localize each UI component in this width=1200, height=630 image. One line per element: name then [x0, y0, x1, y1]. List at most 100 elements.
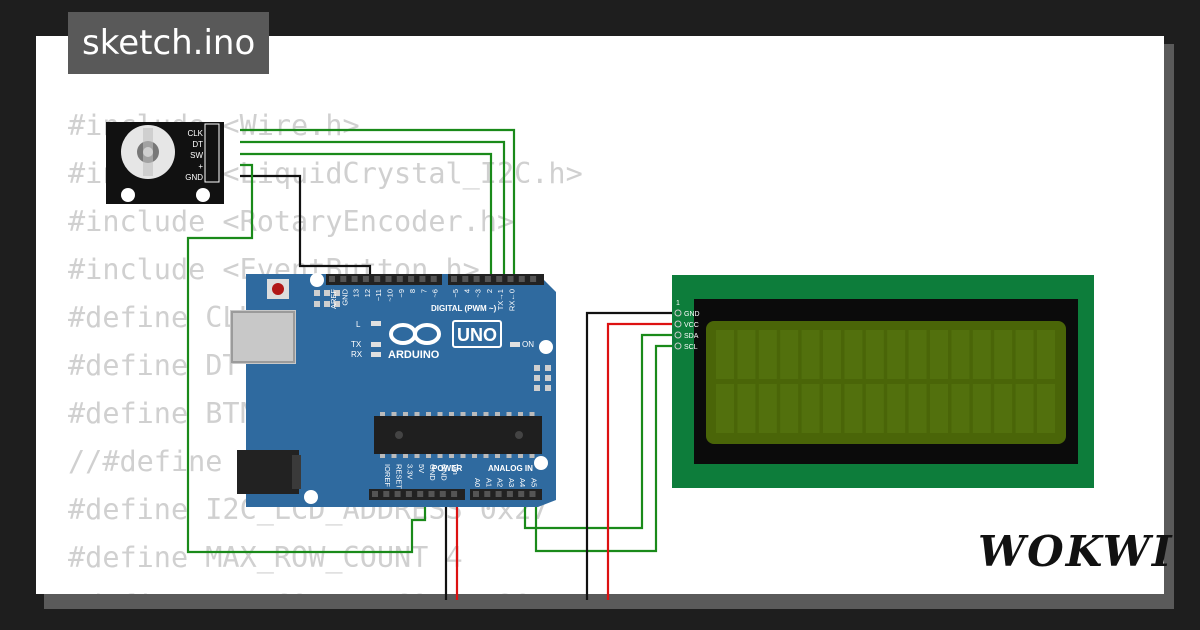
lcd-cell: [865, 330, 884, 379]
header-pin[interactable]: [506, 491, 513, 497]
code-line: #define MAX_ROW_COUNT 4: [68, 541, 463, 574]
lcd-character-cells: [716, 330, 1055, 433]
header-pin[interactable]: [372, 491, 378, 497]
chip-leg: [518, 454, 523, 458]
led-label: TX: [351, 340, 362, 349]
encoder-pin-label: GND: [185, 173, 203, 182]
header-pin[interactable]: [383, 491, 390, 497]
digital-pin-label: ~6: [431, 289, 440, 298]
header-pin[interactable]: [529, 491, 536, 497]
digital-pin-label: ~5: [451, 289, 460, 298]
analog-pin-label: A2: [496, 478, 505, 487]
header-pin[interactable]: [417, 491, 424, 497]
encoder-pin-label: SW: [190, 151, 203, 160]
header-pin[interactable]: [374, 276, 381, 282]
lcd-cell: [844, 384, 863, 433]
power-pin-label: 3.3V: [406, 464, 415, 479]
lcd-pin[interactable]: [674, 309, 682, 317]
chip-leg: [483, 412, 489, 416]
wire-lcd-vcc: [606, 322, 678, 600]
header-pin[interactable]: [385, 276, 392, 282]
header-pin[interactable]: [484, 276, 491, 282]
chip-leg: [506, 454, 512, 458]
header-pin[interactable]: [329, 276, 335, 282]
header-pin[interactable]: [362, 276, 369, 282]
encoder-pin-label: CLK: [187, 129, 203, 138]
lcd-pin-label: SCL: [684, 344, 698, 351]
header-pin[interactable]: [496, 276, 503, 282]
analog-pin-label: A5: [530, 478, 539, 487]
header-pin[interactable]: [428, 491, 435, 497]
lcd-pin-label: VCC: [684, 322, 699, 329]
lcd-pin[interactable]: [674, 342, 682, 350]
digital-pin-label: RX←0: [508, 289, 517, 311]
wire-scl: [534, 344, 678, 553]
lcd-pin-label: GND: [684, 311, 700, 318]
lcd-cell: [758, 330, 777, 379]
lcd-cell: [780, 384, 799, 433]
digital-pin-label: ~11: [374, 289, 383, 301]
power-pin-label: IOREF: [383, 464, 392, 487]
lcd-cell: [737, 330, 756, 379]
usb-port: [230, 310, 296, 364]
header-pin[interactable]: [484, 491, 491, 497]
chip-leg: [380, 454, 385, 458]
analog-pin-label: A4: [518, 478, 527, 487]
lcd-cell: [972, 384, 991, 433]
lcd-cell: [716, 384, 734, 433]
header-pin[interactable]: [419, 276, 426, 282]
lcd-pin[interactable]: [674, 331, 682, 339]
header-pin[interactable]: [351, 276, 358, 282]
lcd-cell: [951, 330, 970, 379]
wires: [186, 128, 678, 600]
arduino-model: UNO: [457, 325, 497, 345]
header-pin[interactable]: [473, 491, 479, 497]
header-pin[interactable]: [495, 491, 502, 497]
header-pin[interactable]: [451, 491, 458, 497]
header-pin[interactable]: [408, 276, 415, 282]
digital-pin-label: 4: [462, 289, 471, 293]
lcd-cell: [844, 330, 863, 379]
chip-leg: [460, 454, 466, 458]
header-pin[interactable]: [439, 491, 446, 497]
header-pin[interactable]: [430, 276, 437, 282]
header-pin[interactable]: [530, 276, 537, 282]
lcd-cell: [1015, 384, 1034, 433]
header-pin[interactable]: [473, 276, 480, 282]
led-label: ON: [522, 340, 534, 349]
analog-label: ANALOG IN: [488, 464, 533, 473]
header-pin[interactable]: [518, 491, 525, 497]
header-pin[interactable]: [340, 276, 347, 282]
lcd-pin[interactable]: [674, 320, 682, 328]
header-pin[interactable]: [394, 491, 401, 497]
analog-pin-label: A3: [507, 478, 516, 487]
header-pin[interactable]: [462, 276, 469, 282]
file-tab[interactable]: sketch.ino: [68, 12, 270, 74]
header-pin[interactable]: [518, 276, 525, 282]
lcd-cell: [887, 384, 906, 433]
code-line: #include <RotaryEncoder.h>: [68, 205, 515, 238]
lcd-cell: [716, 330, 734, 379]
lcd-cell: [1037, 330, 1055, 379]
header-pin[interactable]: [507, 276, 514, 282]
power-jack: [237, 450, 299, 494]
chip-leg: [518, 412, 523, 416]
header-pin[interactable]: [451, 276, 457, 282]
chip-leg: [380, 412, 385, 416]
power-label: POWER: [432, 464, 462, 473]
lcd-cell: [780, 330, 799, 379]
lcd-cell: [1015, 330, 1034, 379]
lcd-cell: [930, 384, 948, 433]
chip-leg: [403, 412, 408, 416]
lcd-cell: [908, 330, 927, 379]
wire-sda: [523, 333, 678, 530]
header-pin[interactable]: [405, 491, 412, 497]
header-pin[interactable]: [396, 276, 403, 282]
chip-leg: [437, 412, 443, 416]
chip-leg: [495, 454, 500, 458]
